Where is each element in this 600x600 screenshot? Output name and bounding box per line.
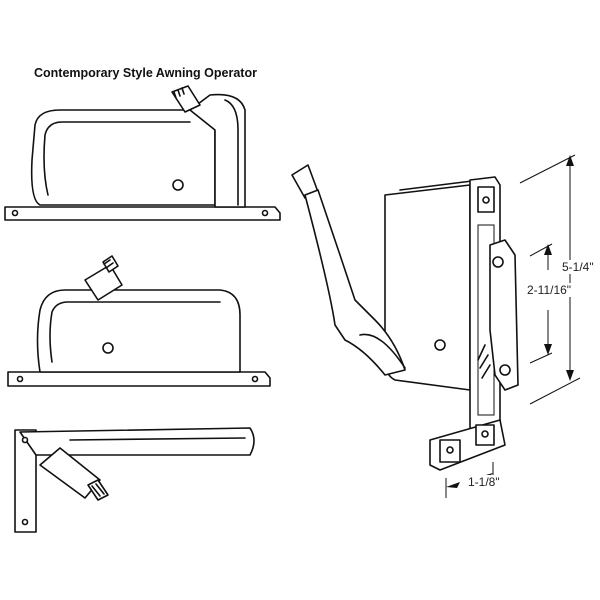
operator-view-top: [4, 85, 281, 221]
dimension-label-width: 1-1/8": [467, 475, 501, 489]
operator-view-middle: [7, 255, 271, 387]
dimension-label-hole-spacing: 2-11/16": [526, 283, 573, 297]
operator-view-bottom: [14, 427, 255, 533]
diagram-title: Contemporary Style Awning Operator: [34, 66, 257, 80]
dimension-lines: [445, 154, 581, 498]
operator-view-main: [291, 164, 519, 471]
dimension-label-overall-height: 5-1/4": [561, 260, 595, 274]
